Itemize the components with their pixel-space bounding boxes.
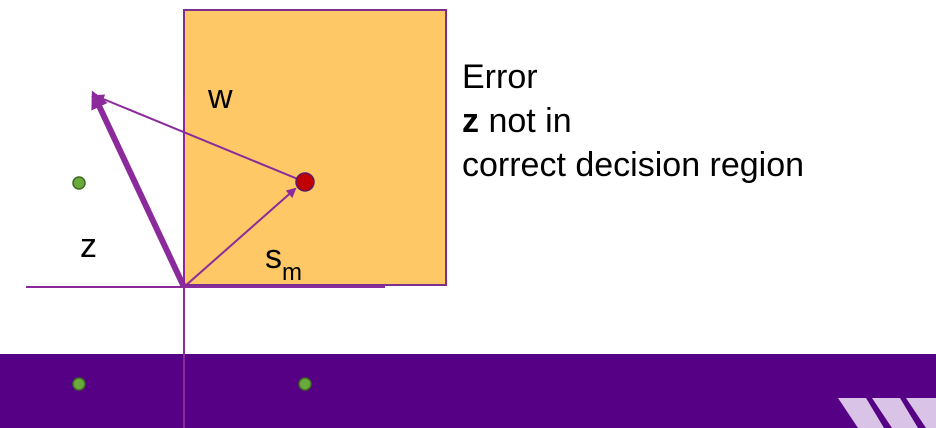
label-s-main: s [265,238,282,276]
label-s-m: sm [265,238,302,285]
constellation-point [298,377,312,391]
caption-line-3: correct decision region [462,146,805,184]
vector-w [94,94,306,183]
label-w: w [208,78,233,116]
vector-s-m [183,187,297,288]
label-s-subscript: m [282,259,302,286]
caption-line-1: Error [462,58,538,96]
caption-bold-z: z [462,102,479,140]
university-w-logo-icon [838,398,936,428]
correct-decision-region [183,9,447,286]
constellation-point [72,176,86,190]
label-z: z [80,227,97,265]
caption-line-2: z not in [462,99,804,143]
constellation-point [72,377,86,391]
error-caption: Error z not in correct decision region [462,55,804,187]
caption-line-2-rest: not in [479,102,572,140]
footer-banner [0,354,936,428]
signal-point-s-m [295,172,315,192]
vector-z [91,90,187,289]
